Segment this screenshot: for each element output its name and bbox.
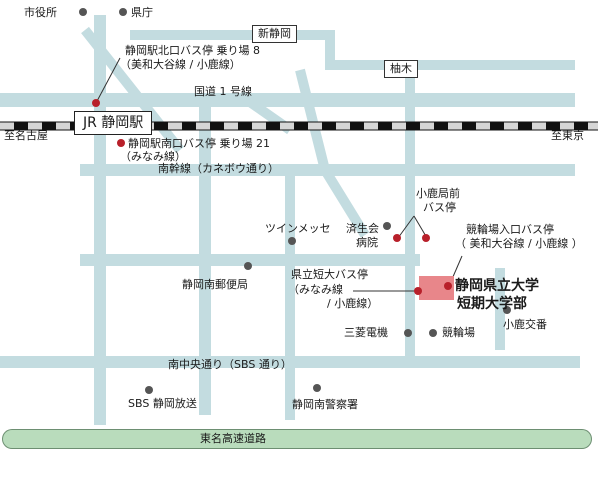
keirinjo-label: 競輪場 bbox=[442, 326, 475, 339]
shin-shizuoka-box: 新静岡 bbox=[252, 25, 297, 43]
police-dot bbox=[313, 384, 321, 392]
to-tokyo-label: 至東京 bbox=[551, 129, 584, 142]
nankan-line-label: 南幹線（カネボウ通り） bbox=[158, 162, 279, 175]
keirinjo-stop-marker bbox=[444, 282, 452, 290]
tandai-stop-label: 県立短大バス停 bbox=[291, 268, 368, 281]
nanchuo-label: 南中央通り（SBS 通り） bbox=[168, 358, 292, 371]
keirinjo-lines-label: （ 美和大谷線 / 小鹿線 ） bbox=[455, 237, 583, 250]
jr-station-box: JR 静岡駅 bbox=[74, 111, 153, 135]
post-office-dot bbox=[244, 262, 252, 270]
tandai-stop-marker bbox=[414, 287, 422, 295]
keirinjo-stop-label: 競輪場入口バス停 bbox=[466, 223, 554, 236]
twin-messe-label: ツインメッセ bbox=[265, 222, 331, 235]
university-name-label: 静岡県立大学 bbox=[455, 278, 539, 294]
tandai-lines-label: （みなみ線 bbox=[288, 283, 343, 296]
shin-shizuoka-label: 新静岡 bbox=[258, 27, 291, 40]
south-bus-stop-marker bbox=[117, 139, 125, 147]
tandai-lines-label2: / 小鹿線） bbox=[327, 297, 379, 310]
leader-kojika-left bbox=[397, 215, 415, 239]
route1-label: 国道 1 号線 bbox=[194, 85, 252, 98]
kojika-stop-label: 小鹿局前 bbox=[416, 187, 460, 200]
mitsubishi-label: 三菱電機 bbox=[344, 326, 388, 339]
mitsubishi-dot bbox=[404, 329, 412, 337]
north-bus-stop-label: 静岡駅北口バス停 乗り場 8 bbox=[125, 44, 260, 57]
pref-office-label: 県庁 bbox=[131, 6, 153, 19]
saiseikai-label: 済生会 bbox=[346, 222, 379, 235]
city-hall-label: 市役所 bbox=[24, 6, 57, 19]
upper-road bbox=[130, 30, 575, 70]
twin-messe-dot bbox=[288, 237, 296, 245]
jr-station-label: JR 静岡駅 bbox=[83, 115, 144, 131]
koban-dot bbox=[503, 306, 511, 314]
koban-label: 小鹿交番 bbox=[503, 318, 547, 331]
north-bus-lines-label: （美和大谷線 / 小鹿線） bbox=[120, 58, 241, 71]
pref-office-dot bbox=[119, 8, 127, 16]
sbs-label: SBS 静岡放送 bbox=[128, 397, 197, 410]
to-nagoya-label: 至名古屋 bbox=[4, 129, 48, 142]
city-hall-dot bbox=[79, 8, 87, 16]
post-office-label: 静岡南郵便局 bbox=[182, 278, 248, 291]
sbs-dot bbox=[145, 386, 153, 394]
hospital-label: 病院 bbox=[356, 236, 378, 249]
tomei-label: 東名高速道路 bbox=[200, 432, 266, 445]
keirinjo-dot bbox=[429, 329, 437, 337]
saiseikai-dot bbox=[383, 222, 391, 230]
kojika-stop-left-marker bbox=[393, 234, 401, 242]
leader-north-bus bbox=[95, 57, 121, 104]
yunoki-label: 柚木 bbox=[390, 62, 412, 75]
police-label: 静岡南警察署 bbox=[292, 398, 358, 411]
university-division-label: 短期大学部 bbox=[457, 296, 527, 312]
north-bus-stop-marker bbox=[92, 99, 100, 107]
diagonal-south bbox=[295, 68, 370, 238]
kojika-stop-label2: バス停 bbox=[423, 201, 456, 214]
yunoki-box: 柚木 bbox=[384, 60, 418, 78]
south-bus-stop-label: 静岡駅南口バス停 乗り場 21 bbox=[128, 137, 270, 150]
kojika-stop-right-marker bbox=[422, 234, 430, 242]
south-bus-lines-label: （みなみ線） bbox=[120, 150, 186, 163]
